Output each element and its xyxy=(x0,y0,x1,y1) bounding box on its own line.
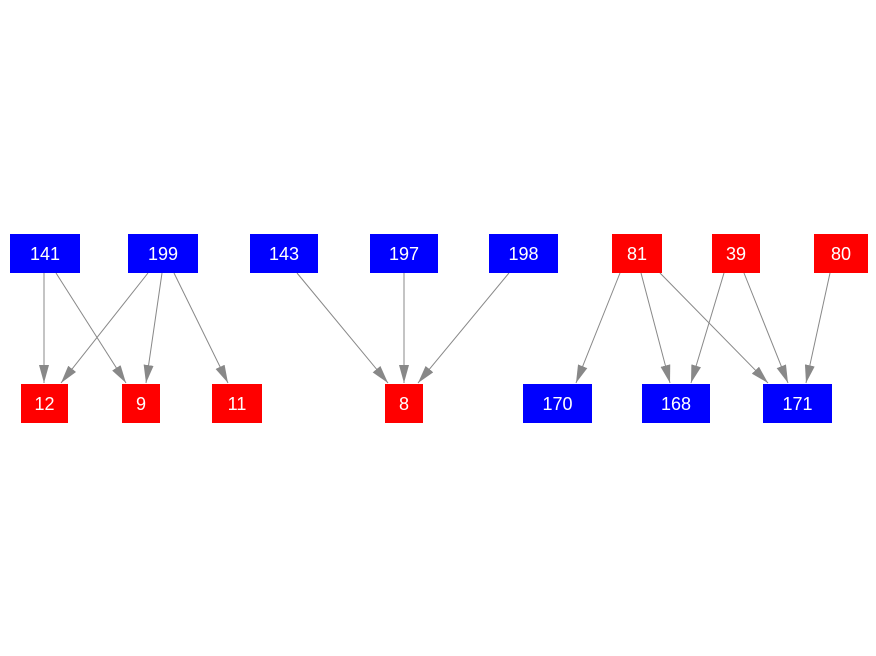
edge-199-12 xyxy=(60,272,149,384)
edge-81-171 xyxy=(659,272,769,384)
node-197: 197 xyxy=(370,234,438,273)
node-label: 198 xyxy=(508,243,539,264)
node-168: 168 xyxy=(642,384,710,423)
edges-group xyxy=(39,272,831,384)
node-143: 143 xyxy=(250,234,318,273)
node-label: 11 xyxy=(227,393,247,414)
node-label: 81 xyxy=(626,243,648,264)
node-11: 11 xyxy=(212,384,262,423)
node-label: 39 xyxy=(725,243,747,264)
edge-81-170 xyxy=(575,272,621,384)
node-label: 141 xyxy=(29,243,61,264)
node-label: 168 xyxy=(660,393,692,414)
node-141: 141 xyxy=(10,234,80,273)
node-label: 8 xyxy=(398,393,409,414)
edge-39-171 xyxy=(743,272,789,384)
node-198: 198 xyxy=(489,234,558,273)
node-label: 143 xyxy=(268,243,300,264)
node-81: 81 xyxy=(612,234,662,273)
node-199: 199 xyxy=(128,234,198,273)
node-label: 80 xyxy=(830,243,852,264)
edge-81-168 xyxy=(640,272,671,384)
edge-141-9 xyxy=(55,272,127,384)
node-80: 80 xyxy=(814,234,868,273)
node-8: 8 xyxy=(385,384,423,423)
edge-39-168 xyxy=(690,272,725,384)
edge-199-9 xyxy=(143,272,163,384)
node-label: 12 xyxy=(34,393,55,414)
node-label: 197 xyxy=(388,243,420,264)
edge-80-171 xyxy=(804,272,831,384)
edge-143-8 xyxy=(296,272,389,384)
node-label: 199 xyxy=(147,243,179,264)
edge-198-8 xyxy=(417,272,510,384)
node-label: 170 xyxy=(542,393,573,414)
node-171: 171 xyxy=(763,384,832,423)
node-label: 9 xyxy=(135,393,146,414)
node-9: 9 xyxy=(122,384,160,423)
node-39: 39 xyxy=(712,234,760,273)
node-12: 12 xyxy=(21,384,68,423)
edge-199-11 xyxy=(173,272,229,384)
node-170: 170 xyxy=(523,384,592,423)
node-label: 171 xyxy=(782,393,813,414)
